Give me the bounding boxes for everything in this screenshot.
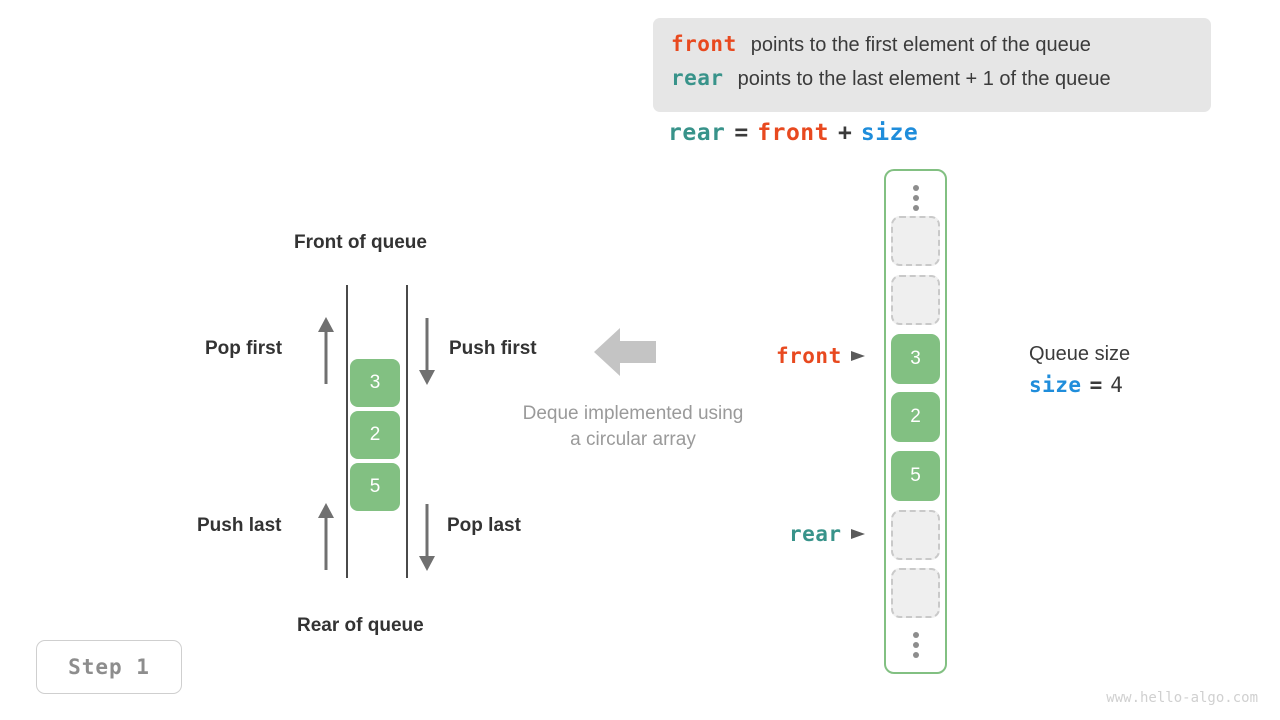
formula-plus: + (838, 120, 852, 146)
legend-keyword-front: front (671, 32, 737, 56)
push-first-arrow-down-icon (419, 318, 435, 385)
pop-first-label: Pop first (205, 338, 283, 359)
push-last-arrow-up-icon (318, 503, 334, 570)
array-cell-empty (891, 568, 940, 618)
deque-cell: 5 (350, 463, 400, 511)
pop-first-arrow-up-icon (318, 317, 334, 384)
queue-size-expression: size = 4 (1029, 373, 1130, 397)
circular-array-container (884, 169, 947, 674)
deque-cell: 2 (350, 411, 400, 459)
push-first-label: Push first (449, 338, 537, 359)
formula-rear-equals-front-plus-size: rear = front + size (668, 120, 918, 146)
array-cell-filled: 5 (891, 451, 940, 501)
queue-size-block: Queue size size = 4 (1029, 343, 1130, 397)
array-cell-empty (891, 510, 940, 560)
formula-rhs-size: size (860, 120, 919, 146)
step-badge: Step 1 (36, 640, 182, 694)
array-ellipsis-bottom-icon (912, 632, 919, 658)
deque-caption-line2: a circular array (570, 429, 696, 450)
deque-rail-left (346, 285, 348, 578)
watermark: www.hello-algo.com (1106, 690, 1258, 706)
pop-last-arrow-down-icon (419, 504, 435, 571)
formula-lhs-rear: rear (668, 120, 726, 146)
front-of-queue-label: Front of queue (294, 232, 427, 253)
deque-caption: Deque implemented using a circular array (493, 401, 773, 453)
array-ellipsis-top-icon (912, 185, 919, 211)
array-cell-filled: 3 (891, 334, 940, 384)
deque-caption-line1: Deque implemented using (522, 403, 744, 424)
legend-keyword-rear: rear (671, 66, 724, 90)
queue-size-keyword: size (1029, 373, 1082, 397)
legend-box: front points to the first element of the… (653, 18, 1211, 112)
array-cell-empty (891, 216, 940, 266)
front-pointer-arrow-icon (850, 351, 865, 361)
formula-equals: = (734, 120, 749, 146)
pop-last-label: Pop last (447, 515, 521, 536)
push-last-label: Push last (197, 515, 282, 536)
rear-pointer-arrow-icon (850, 529, 865, 539)
queue-size-value: 4 (1110, 373, 1123, 397)
queue-size-equals: = (1089, 373, 1103, 397)
deque-rail-right (406, 285, 408, 578)
legend-text-rear: points to the last element + 1 of the qu… (737, 68, 1111, 90)
formula-rhs-front: front (757, 120, 829, 146)
queue-size-title: Queue size (1029, 343, 1131, 365)
legend-text-front: points to the first element of the queue (750, 34, 1091, 56)
legend-row-rear: rear points to the last element + 1 of t… (671, 66, 1193, 100)
rear-pointer: rear (789, 522, 869, 546)
rear-pointer-label: rear (789, 522, 842, 546)
equivalence-arrow-left-icon (594, 328, 656, 376)
array-cell-empty (891, 275, 940, 325)
array-cell-filled: 2 (891, 392, 940, 442)
front-pointer: front (776, 344, 869, 368)
legend-row-front: front points to the first element of the… (671, 32, 1193, 66)
front-pointer-label: front (776, 344, 842, 368)
rear-of-queue-label: Rear of queue (297, 615, 424, 636)
deque-cell: 3 (350, 359, 400, 407)
